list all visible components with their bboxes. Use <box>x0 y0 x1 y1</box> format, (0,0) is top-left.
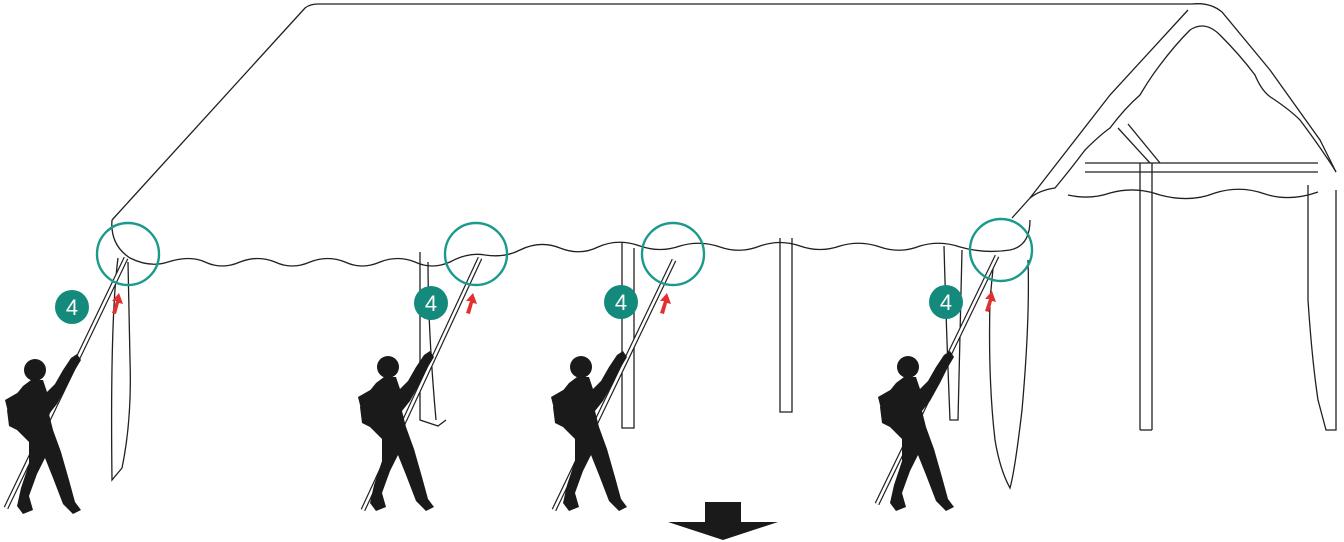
station-3: 4 <box>551 223 704 511</box>
roof-front-edge <box>1012 10 1188 218</box>
step-number: 4 <box>425 291 437 316</box>
highlight-ring <box>970 219 1032 281</box>
up-arrow-icon <box>660 293 671 314</box>
up-arrow-icon <box>985 291 996 312</box>
gable-frame <box>1068 124 1336 430</box>
step-badge-icon: 4 <box>604 285 638 319</box>
person-lifting-pole-icon <box>878 351 954 511</box>
highlight-ring <box>642 223 704 285</box>
person-lifting-pole-icon <box>358 351 434 511</box>
step-badge-icon: 4 <box>55 290 89 324</box>
up-arrow-icon <box>466 293 477 314</box>
pole-c <box>780 238 792 412</box>
roof-valance <box>112 220 1030 266</box>
step-number: 4 <box>66 295 78 320</box>
stations: 4 4 4 4 <box>5 219 1032 514</box>
step-number: 4 <box>940 290 952 315</box>
pole-a-drape <box>428 262 436 420</box>
right-drape <box>990 258 1029 488</box>
station-1: 4 <box>5 223 159 514</box>
pole-b <box>622 242 634 428</box>
standing-poles <box>112 238 1029 488</box>
step-badge-icon: 4 <box>414 286 448 320</box>
step-number: 4 <box>615 290 627 315</box>
step-badge-icon: 4 <box>929 285 963 319</box>
down-arrow-icon <box>668 502 778 540</box>
left-drape <box>112 258 131 480</box>
station-4: 4 <box>877 219 1032 511</box>
